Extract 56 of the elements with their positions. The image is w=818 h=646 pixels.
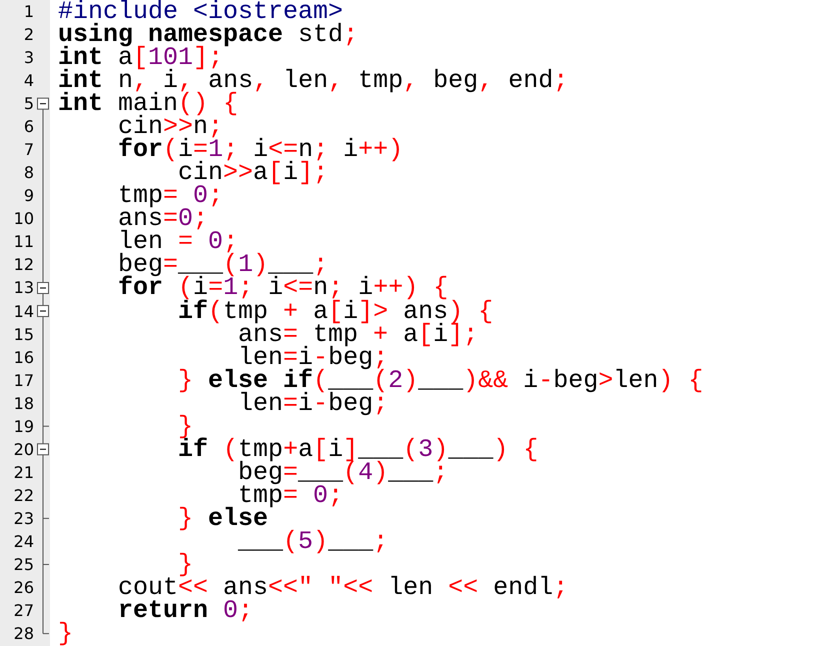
code-line: beg=___(4)___; [238, 460, 448, 484]
code-line: #include <iostream> [58, 0, 344, 23]
line-number: 21 [12, 462, 34, 484]
code-line: len = 0; [118, 230, 238, 254]
code-line: } [178, 414, 194, 438]
line-number: 7 [22, 139, 34, 162]
code-line: } else [178, 506, 268, 530]
code-line: ___(5)___; [238, 530, 388, 553]
code-line: int a[101]; [58, 46, 224, 70]
line-number: 24 [12, 530, 34, 553]
line-number: 16 [12, 346, 34, 369]
line-number: 2 [22, 24, 34, 46]
line-number: 23 [12, 508, 34, 530]
line-number: 3 [22, 47, 34, 70]
code-line: beg=___(1)___; [118, 253, 328, 276]
code-line: for(i=1; i<=n; i++) [118, 138, 404, 162]
line-number: 13 [12, 277, 34, 300]
line-number: 9 [22, 185, 34, 208]
line-number: 12 [12, 254, 34, 276]
line-number: 20 [12, 438, 34, 461]
line-number: 4 [22, 70, 34, 92]
line-number: 14 [12, 300, 34, 323]
line-number: 17 [12, 370, 34, 392]
code-line: cout<< ans<<" "<< len << endl; [118, 576, 568, 599]
line-number: 1 [22, 1, 34, 23]
line-number: 26 [12, 577, 34, 599]
line-number: 8 [22, 162, 34, 184]
code-line: len=i-beg; [238, 346, 388, 369]
line-number: 28 [12, 623, 34, 646]
code-line: ans= tmp + a[i]; [238, 322, 478, 346]
line-number: 18 [12, 392, 34, 415]
code-line: } else if(___(2)___)&& i-beg>len) { [178, 368, 704, 392]
code-line: tmp= 0; [238, 484, 344, 507]
line-number: 27 [12, 600, 34, 622]
line-number: 11 [12, 231, 34, 254]
line-number: 25 [12, 554, 34, 576]
code-line: return 0; [118, 599, 254, 622]
line-number: 22 [12, 484, 34, 507]
line-number: 5 [22, 93, 34, 116]
line-number: 10 [12, 208, 34, 230]
code-line: len=i-beg; [238, 392, 388, 415]
code-line: cin>>n; [118, 115, 224, 138]
code-line: for (i=1; i<=n; i++) { [118, 276, 448, 300]
code-line: ans=0; [118, 207, 208, 230]
code-line: cin>>a[i]; [178, 161, 328, 184]
line-number: 6 [22, 116, 34, 138]
code-line: if (tmp+a[i]___(3)___) { [178, 438, 538, 461]
line-number: 19 [12, 416, 34, 438]
code-line: int main() { [58, 92, 238, 116]
code-line: if(tmp + a[i]> ans) { [178, 300, 494, 323]
code-line: } [178, 552, 194, 576]
code-line: int n, i, ans, len, tmp, beg, end; [58, 69, 568, 92]
line-number: 15 [12, 324, 34, 346]
code-line: } [58, 622, 74, 646]
code-line: tmp= 0; [118, 184, 224, 208]
code-line: using namespace std; [58, 23, 358, 46]
